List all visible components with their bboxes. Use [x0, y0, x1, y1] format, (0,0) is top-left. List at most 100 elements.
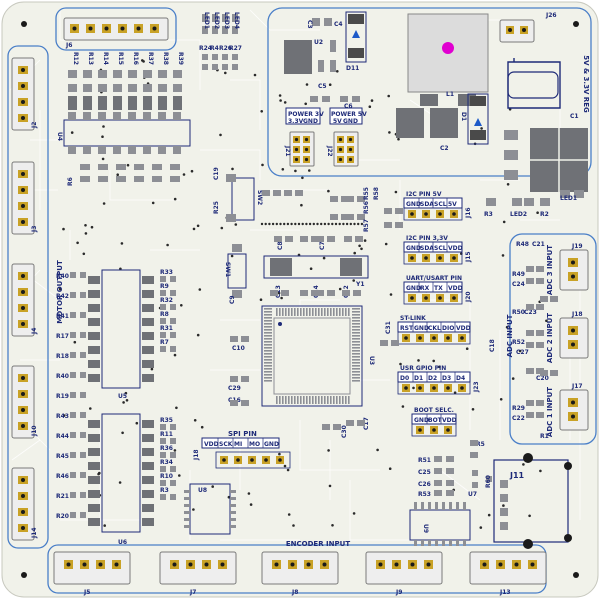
led4-label: LED4	[233, 12, 240, 29]
gpio-pin-3: D3	[442, 375, 451, 382]
spi-pin-3: MO	[249, 441, 260, 448]
power3v-pin-1: GND	[303, 118, 318, 125]
j6-connector[interactable]	[63, 17, 169, 41]
j5-label: J5	[83, 589, 90, 596]
motor-connector-j2[interactable]	[11, 57, 35, 131]
adc3-label: ADC 3 INPUT	[546, 245, 554, 295]
led2-label: LED2	[213, 12, 220, 29]
r55-label: R55	[363, 187, 370, 200]
sw1-label: SW1	[224, 262, 231, 277]
c24-label: C24	[512, 281, 525, 288]
c8-label: C8	[277, 241, 284, 250]
j10-label: J10	[31, 425, 38, 437]
c3-label: C3	[306, 20, 313, 29]
r2-label: R2	[540, 211, 549, 218]
uart-pin-1: RX	[420, 285, 430, 292]
j6-label: J6	[65, 42, 72, 49]
r56-label: R56	[363, 201, 370, 214]
motor-connector-zone	[7, 45, 49, 549]
stlink-pin-3: DIO	[442, 325, 454, 332]
stlink-heading: ST-LINK	[400, 315, 426, 322]
power-headers[interactable]	[289, 131, 359, 167]
left-res-col-3: R17	[56, 333, 69, 340]
j4-label: J4	[31, 328, 38, 335]
u7-ic	[472, 470, 492, 488]
j6-zone	[55, 7, 177, 51]
middle-smd-parts	[230, 190, 403, 430]
j8-label: J8	[291, 589, 298, 596]
uart-pin-2: TX	[434, 285, 443, 292]
j11-connector[interactable]	[493, 453, 572, 549]
left-res-col-9: R45	[56, 453, 69, 460]
d2-label: D1	[460, 112, 467, 121]
u5-ic	[88, 269, 154, 389]
d11-label: D11	[346, 65, 359, 72]
left-res-col-7: R43	[56, 413, 69, 420]
spi-pin-4: GND	[264, 441, 279, 448]
r60-label: R60	[485, 475, 492, 488]
adc-input-label: ADC INPUT	[506, 314, 514, 357]
j21-label: J21	[284, 145, 291, 157]
c18-label: C18	[489, 339, 496, 352]
power-3v-block: POWER 3V 3.3V GND	[285, 107, 324, 125]
l1-label: L1	[446, 91, 454, 98]
led1-label: LED1	[203, 12, 210, 29]
top-res-1: R13	[87, 52, 94, 65]
left-res-col-11: R21	[56, 493, 69, 500]
r5-label: R5	[476, 441, 485, 448]
r57-label: R57	[363, 219, 370, 232]
r27-label: R27	[229, 45, 242, 52]
motor-connector-j10[interactable]	[11, 365, 35, 439]
motor-output-label: MOTOR OUTPUT	[56, 260, 64, 324]
led2-side-label: LED2	[510, 211, 527, 218]
c9-label: C9	[229, 295, 236, 304]
left-res-top-1: R9	[160, 283, 169, 290]
r6-label: R6	[67, 177, 74, 186]
j3-label: J3	[31, 226, 38, 233]
u2-label: U2	[314, 39, 323, 46]
i2c_5v-pin-2: SCL	[434, 201, 447, 208]
left-res-bot-5: R3	[160, 487, 169, 494]
c30-label: C30	[341, 425, 348, 438]
sw1-switch[interactable]	[227, 244, 247, 298]
top-res-5: R37	[147, 52, 154, 65]
left-res-bot-3: R34	[160, 459, 173, 466]
c25-label: C25	[418, 469, 431, 476]
gpio-heading: USR GPIO PIN	[400, 365, 446, 372]
boot-heading: BOOT SELC.	[414, 407, 454, 414]
j15-label: J15	[465, 251, 472, 263]
adc-connector-j17[interactable]	[559, 389, 589, 431]
adc-connector-j18[interactable]	[559, 317, 589, 359]
left-res-top-5: R7	[160, 339, 169, 346]
uart-pin-3: VDD	[448, 285, 463, 292]
left-res-col-2: R41	[56, 313, 69, 320]
mounting-holes	[21, 21, 579, 578]
u4-bottom-parts: R6	[67, 164, 180, 186]
motor-connector-j14[interactable]	[11, 467, 35, 541]
c31-label: C31	[385, 321, 392, 334]
top-res-4: R16	[132, 52, 139, 65]
motor-connector-j4[interactable]	[11, 263, 35, 337]
c10-label: C10	[232, 345, 245, 352]
adc-connector-j19[interactable]	[559, 249, 589, 291]
r3-label: R3	[484, 211, 493, 218]
top-res-0: R12	[72, 52, 79, 65]
j26-connector[interactable]	[499, 19, 535, 43]
j26-label: J26	[545, 12, 557, 19]
r25-label: R25	[213, 201, 220, 214]
i2c_3v-pin-1: SDA	[420, 245, 434, 252]
left-res-col-8: R44	[56, 433, 69, 440]
left-res-col-5: R40	[56, 373, 69, 380]
left-res-col-6: R19	[56, 393, 69, 400]
spi-pin-0: VDD	[204, 441, 219, 448]
power-5v-block: POWER 5V 5V GND	[329, 107, 367, 125]
u9-ic	[409, 502, 471, 546]
j14-label: J14	[31, 527, 38, 539]
sw2-switch[interactable]	[226, 174, 255, 222]
motor-connector-j3[interactable]	[11, 161, 35, 235]
r52-label: R52	[512, 339, 525, 346]
